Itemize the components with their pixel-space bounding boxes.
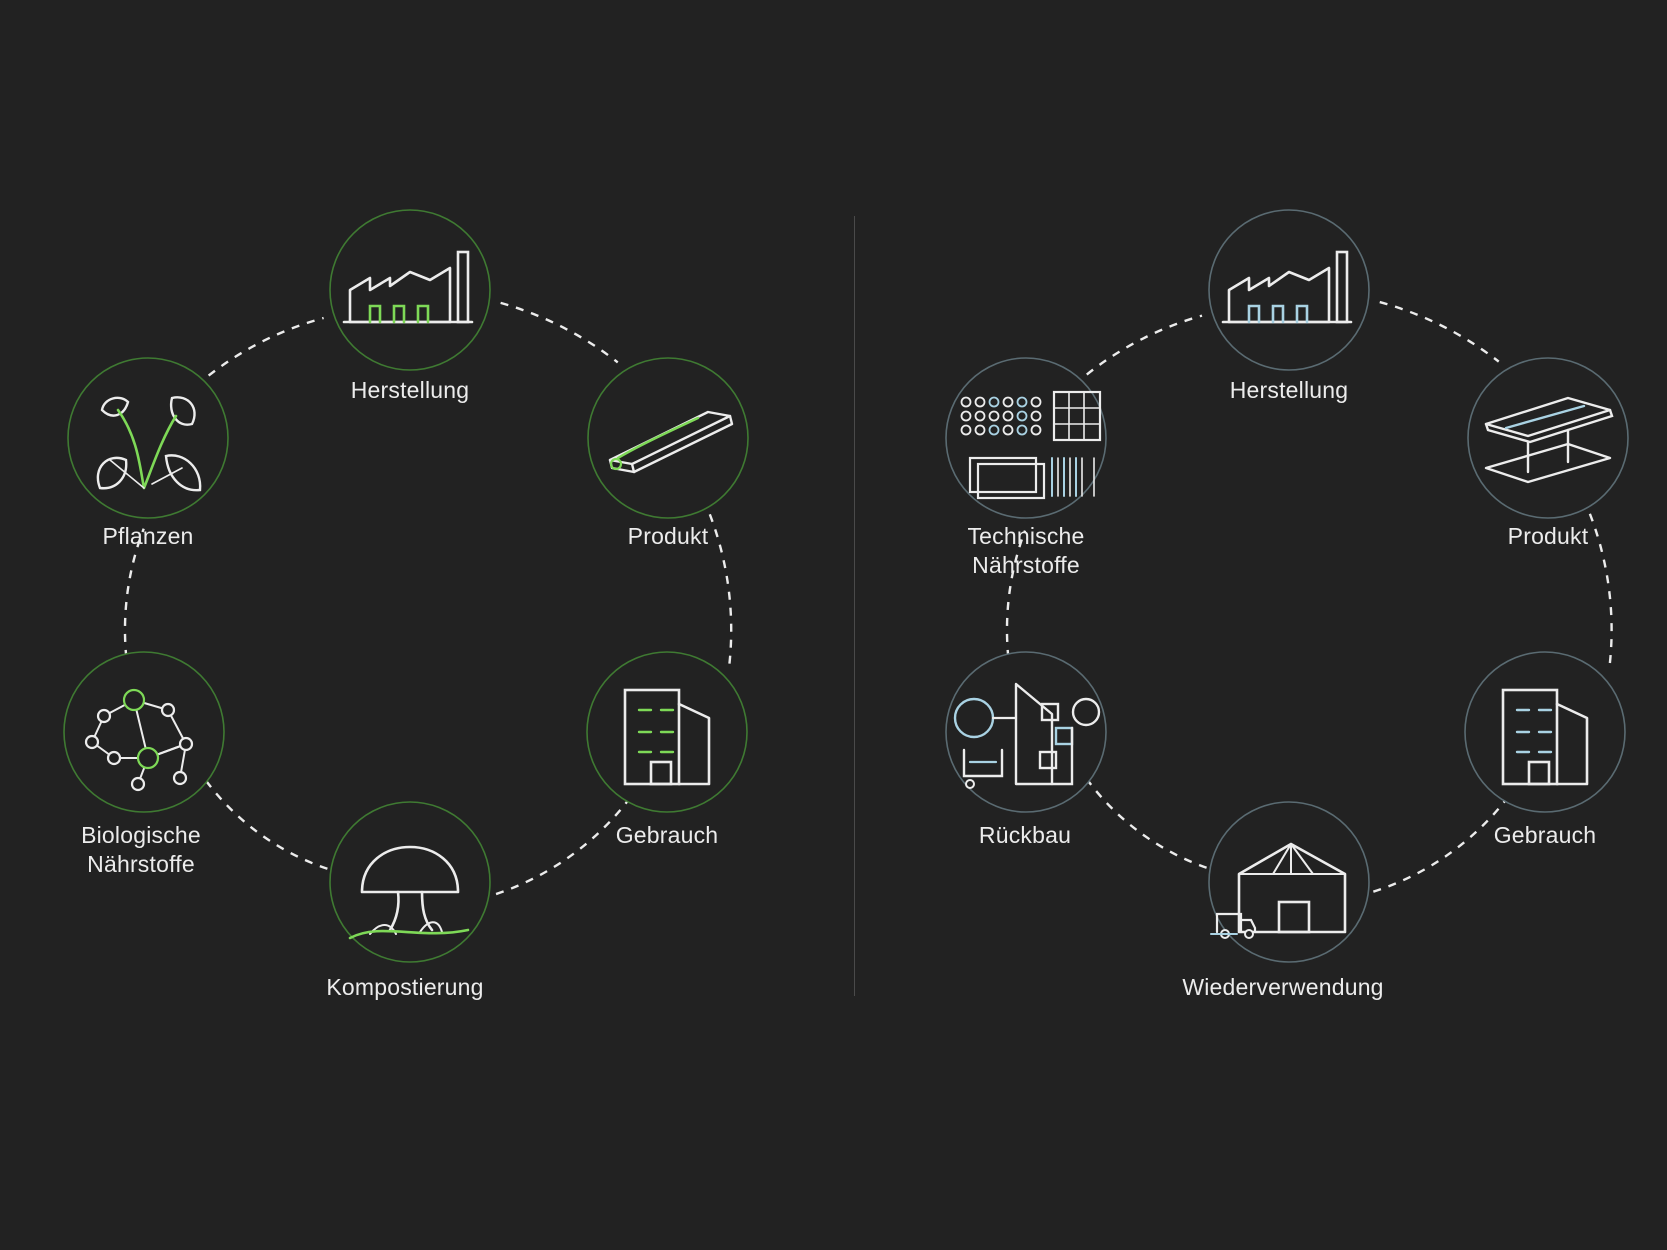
tech-label-herstellung: Herstellung bbox=[1229, 377, 1349, 403]
deconstruction-icon bbox=[953, 682, 1101, 789]
tech-node-technische-naehrstoffe bbox=[945, 357, 1107, 519]
bio-node-pflanzen bbox=[67, 357, 229, 519]
bio-arc-2 bbox=[484, 796, 632, 899]
warehouse-truck-icon bbox=[1210, 842, 1347, 939]
tech-node-ring bbox=[945, 651, 1107, 813]
tech-node-herstellung bbox=[1208, 209, 1370, 371]
bio-node-herstellung bbox=[329, 209, 491, 371]
molecule-network-icon bbox=[84, 688, 194, 792]
tech-label-produkt: Produkt bbox=[1507, 523, 1589, 549]
bio-node-ring bbox=[63, 651, 225, 813]
building-icon bbox=[1501, 688, 1589, 786]
bio-node-kompostierung bbox=[329, 801, 491, 963]
tech-node-wiederverwendung bbox=[1208, 801, 1370, 963]
bio-label-kompostierung: Kompostierung bbox=[326, 974, 484, 1000]
tech-arc-0 bbox=[1379, 300, 1500, 363]
bio-label-pflanzen: Pflanzen bbox=[102, 523, 194, 549]
tech-arc-1 bbox=[1588, 513, 1613, 666]
bio-arc-0 bbox=[500, 301, 619, 364]
tech-node-ring bbox=[1208, 801, 1370, 963]
building-icon bbox=[623, 688, 711, 786]
tech-label-technische-naehrstoffe: Technische Nährstoffe bbox=[967, 523, 1085, 578]
tech-node-produkt bbox=[1467, 357, 1629, 519]
factory-icon bbox=[1221, 250, 1353, 324]
layered-beam-icon bbox=[1484, 396, 1614, 484]
bio-label-herstellung: Herstellung bbox=[350, 377, 470, 403]
tech-arc-5 bbox=[1086, 314, 1203, 376]
mushroom-icon bbox=[348, 845, 470, 940]
tech-label-rueckbau: Rückbau bbox=[978, 822, 1072, 848]
tech-label-wiederverwendung: Wiederverwendung bbox=[1182, 974, 1384, 1000]
tech-node-rueckbau bbox=[945, 651, 1107, 813]
bio-arc-3 bbox=[204, 779, 344, 875]
cycle-nodes bbox=[63, 209, 1629, 963]
cycle-divider bbox=[854, 216, 855, 996]
material-grid-icon bbox=[960, 390, 1102, 500]
bio-label-gebrauch: Gebrauch bbox=[615, 822, 719, 848]
tech-node-ring bbox=[1208, 209, 1370, 371]
beam-product-icon bbox=[608, 410, 734, 474]
bio-node-produkt bbox=[587, 357, 749, 519]
tech-arc-4 bbox=[1005, 530, 1027, 659]
bio-arc-4 bbox=[123, 528, 145, 659]
bio-arc-1 bbox=[708, 513, 733, 665]
tech-node-ring bbox=[945, 357, 1107, 519]
bio-node-ring bbox=[329, 801, 491, 963]
tech-arc-3 bbox=[1086, 779, 1223, 874]
factory-icon bbox=[342, 250, 474, 324]
tech-node-ring bbox=[1467, 357, 1629, 519]
tech-arc-2 bbox=[1361, 795, 1510, 897]
bio-node-ring bbox=[67, 357, 229, 519]
bio-node-biologische-naehrstoffe bbox=[63, 651, 225, 813]
bio-node-gebrauch bbox=[586, 651, 748, 813]
leaves-icon bbox=[96, 396, 202, 492]
bio-label-produkt: Produkt bbox=[627, 523, 709, 549]
bio-label-biologische-naehrstoffe: Biologische Nährstoffe bbox=[81, 822, 201, 877]
connector-arcs bbox=[123, 300, 1613, 899]
bio-node-ring bbox=[587, 357, 749, 519]
tech-label-gebrauch: Gebrauch bbox=[1493, 822, 1597, 848]
tech-node-gebrauch bbox=[1464, 651, 1626, 813]
bio-node-ring bbox=[329, 209, 491, 371]
bio-arc-5 bbox=[207, 316, 324, 377]
